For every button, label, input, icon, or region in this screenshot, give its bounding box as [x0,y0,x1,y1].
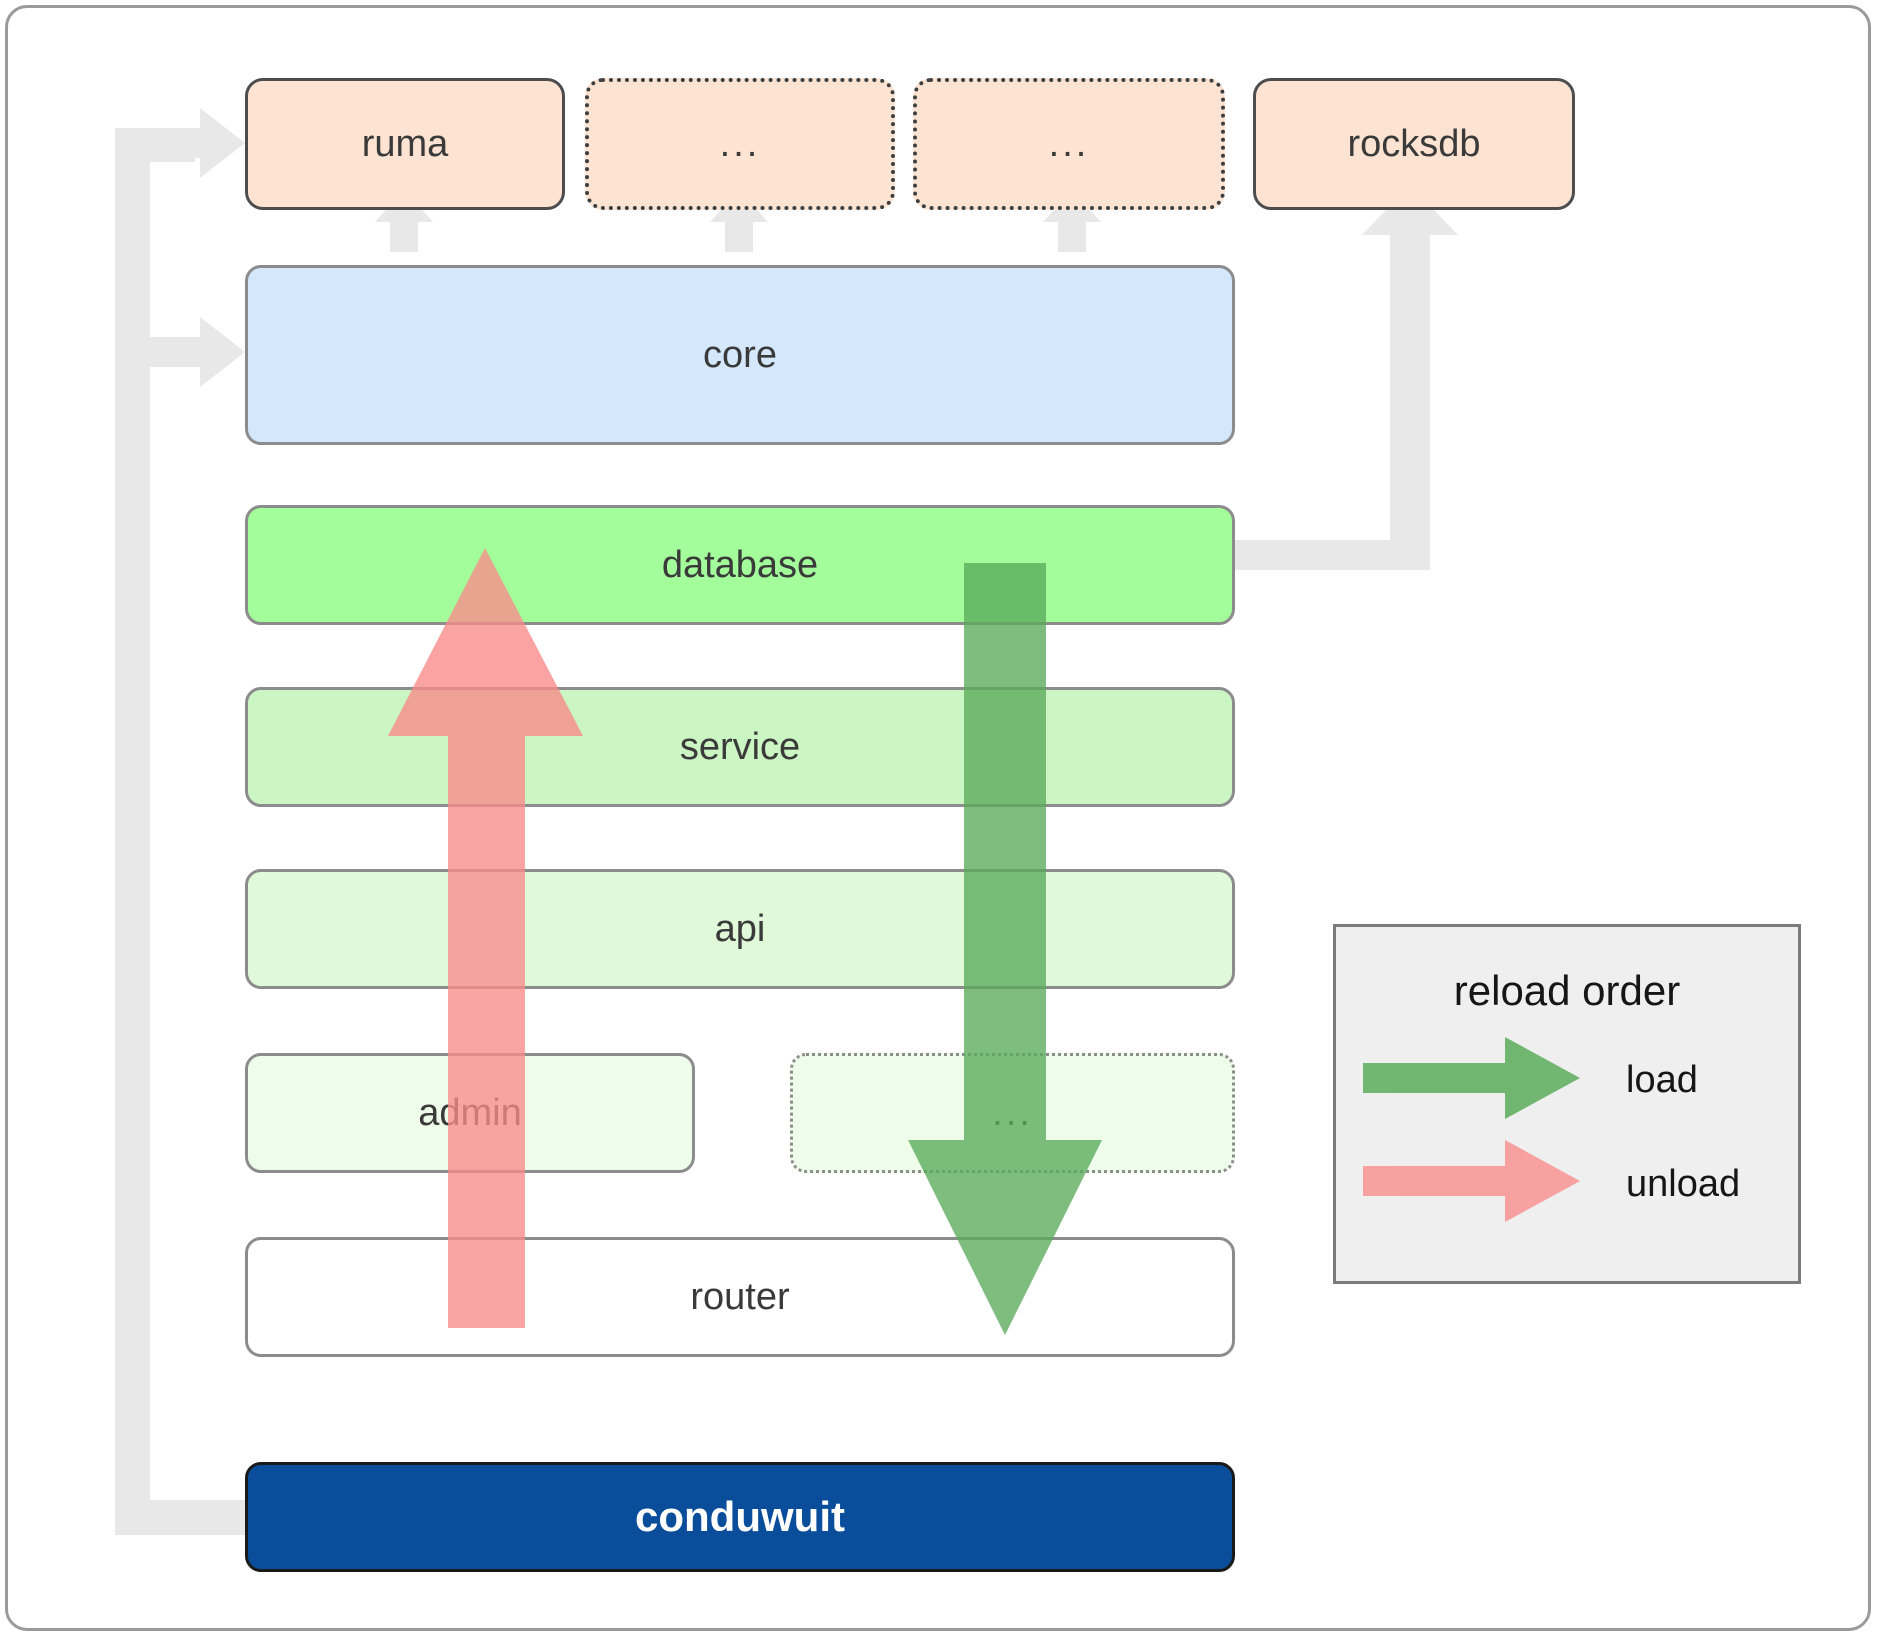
core-label: core [703,333,777,376]
dependency-box-rocksdb[interactable]: rocksdb [1253,78,1575,210]
app-box-conduwuit[interactable]: conduwuit [245,1462,1235,1572]
layer-box-router[interactable]: router [245,1237,1235,1357]
layer-label: database [661,543,819,586]
dependency-label: ... [1048,122,1090,165]
layer-label: ... [992,1091,1033,1134]
layer-box-service[interactable]: service [245,687,1235,807]
dependency-box-ruma[interactable]: ruma [245,78,565,210]
layer-label: api [714,907,766,950]
legend-label-unload: unload [1626,1163,1741,1205]
layer-box-database[interactable]: database [245,505,1235,625]
dependency-label: ... [719,122,761,165]
legend-panel: reload order load unload [1333,924,1801,1284]
dependency-box-3[interactable]: ... [913,78,1225,210]
layer-box-api[interactable]: api [245,869,1235,989]
layer-label: admin [418,1091,522,1134]
app-label: conduwuit [635,1493,845,1540]
diagram-frame [5,5,1871,1631]
legend-label-load: load [1626,1059,1698,1101]
dependency-box-2[interactable]: ... [585,78,895,210]
dependency-label: rocksdb [1347,122,1481,165]
layer-label: service [679,725,801,768]
layer-label: router [690,1275,790,1318]
layer-box-extra[interactable]: ... [790,1053,1235,1173]
legend-title: reload order [1453,967,1681,1014]
core-box[interactable]: core [245,265,1235,445]
dependency-label: ruma [361,122,449,165]
layer-box-admin[interactable]: admin [245,1053,695,1173]
